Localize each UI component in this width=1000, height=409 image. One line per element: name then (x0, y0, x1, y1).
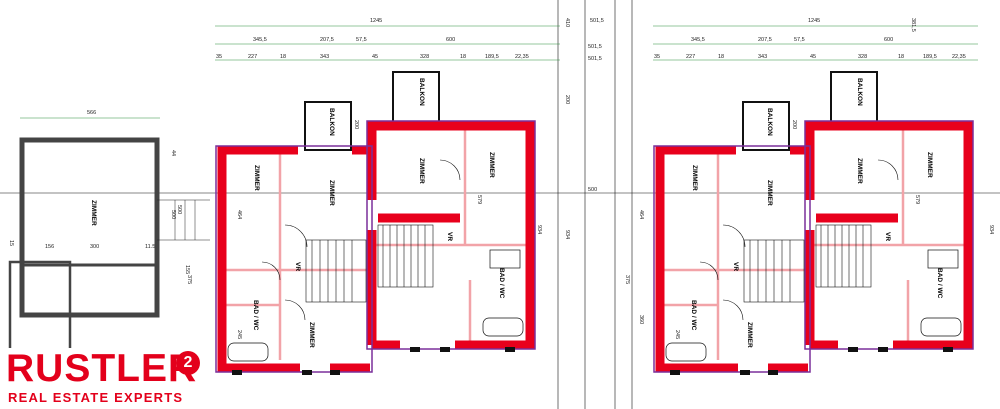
house-b-labels: 1245 345,5 207,5 57,5 600 35 227 18 343 … (624, 18, 994, 348)
left-top-dim: 566 (87, 110, 96, 116)
rustler-logo: RUSTLER 2 REAL ESTATE EXPERTS (0, 347, 205, 409)
svg-text:245: 245 (236, 330, 242, 339)
svg-text:300: 300 (90, 244, 99, 250)
svg-text:18: 18 (718, 54, 724, 60)
svg-text:200: 200 (791, 120, 797, 129)
svg-text:ZIMMER: ZIMMER (746, 322, 753, 348)
svg-text:VR: VR (884, 232, 891, 241)
svg-text:ZIMMER: ZIMMER (488, 152, 495, 178)
svg-text:BALKON: BALKON (766, 108, 773, 136)
svg-text:375: 375 (186, 275, 192, 284)
svg-text:15: 15 (8, 240, 14, 246)
svg-text:156: 156 (45, 244, 54, 250)
svg-text:934: 934 (564, 230, 570, 239)
svg-text:45: 45 (810, 54, 816, 60)
svg-text:343: 343 (320, 54, 329, 60)
svg-text:381,5: 381,5 (910, 18, 916, 32)
house-a-overall-dim: 1245 (370, 18, 382, 24)
svg-text:BAD / WC: BAD / WC (690, 300, 697, 331)
balcony-label-2: BALKON (418, 78, 425, 106)
svg-text:ZIMMER: ZIMMER (308, 322, 315, 348)
svg-text:VR: VR (294, 262, 301, 271)
svg-text:35: 35 (654, 54, 660, 60)
balcony-label-1: BALKON (328, 108, 335, 136)
logo-badge-icon: 2 (176, 351, 200, 375)
svg-text:ZIMMER: ZIMMER (691, 165, 698, 191)
svg-text:35: 35 (216, 54, 222, 60)
svg-text:500: 500 (170, 210, 176, 219)
house-b (653, 25, 978, 375)
svg-text:600: 600 (446, 37, 455, 43)
left-building: 566 ZIMMER 44 500 15 155 156 300 11.5 (8, 110, 210, 354)
svg-text:500: 500 (588, 187, 597, 193)
svg-text:18: 18 (460, 54, 466, 60)
house-a-labels: 1245 345,5 207,5 57,5 600 35 227 18 343 … (176, 18, 604, 348)
svg-text:ZIMMER: ZIMMER (766, 180, 773, 206)
svg-text:57,5: 57,5 (794, 37, 805, 43)
svg-text:464: 464 (236, 210, 242, 219)
svg-text:ZIMMER: ZIMMER (856, 158, 863, 184)
svg-text:579: 579 (476, 195, 482, 204)
svg-text:501,5: 501,5 (588, 44, 602, 50)
svg-text:57,5: 57,5 (356, 37, 367, 43)
house-a (215, 25, 560, 375)
svg-text:207,5: 207,5 (320, 37, 334, 43)
house-b-overall-dim: 1245 (808, 18, 820, 24)
svg-text:45: 45 (372, 54, 378, 60)
mid-dim: 501,5 (590, 18, 604, 24)
svg-text:189,5: 189,5 (485, 54, 499, 60)
svg-text:11.5: 11.5 (145, 244, 155, 250)
svg-text:360: 360 (638, 315, 644, 324)
left-room-label: ZIMMER (90, 200, 97, 226)
svg-text:934: 934 (536, 225, 542, 234)
center-dims: 410 501,5 501,5 200 934 500 (564, 18, 602, 239)
svg-text:328: 328 (420, 54, 429, 60)
logo-wordmark: RUSTLER (6, 347, 198, 390)
svg-text:464: 464 (638, 210, 644, 219)
svg-text:227: 227 (686, 54, 695, 60)
svg-text:22,35: 22,35 (952, 54, 966, 60)
svg-text:ZIMMER: ZIMMER (253, 165, 260, 191)
svg-text:189,5: 189,5 (923, 54, 937, 60)
svg-text:500: 500 (176, 205, 182, 214)
svg-text:VR: VR (446, 232, 453, 241)
svg-text:200: 200 (353, 120, 359, 129)
svg-text:501,5: 501,5 (588, 56, 602, 62)
svg-text:ZIMMER: ZIMMER (926, 152, 933, 178)
svg-text:200: 200 (564, 95, 570, 104)
svg-text:345,5: 345,5 (691, 37, 705, 43)
svg-text:345,5: 345,5 (253, 37, 267, 43)
svg-text:BAD / WC: BAD / WC (498, 268, 505, 299)
svg-text:BAD / WC: BAD / WC (936, 268, 943, 299)
svg-text:VR: VR (732, 262, 739, 271)
svg-text:18: 18 (280, 54, 286, 60)
svg-text:BALKON: BALKON (856, 78, 863, 106)
svg-text:410: 410 (564, 18, 570, 27)
svg-text:44: 44 (170, 150, 176, 156)
svg-text:22,35: 22,35 (515, 54, 529, 60)
svg-text:ZIMMER: ZIMMER (328, 180, 335, 206)
svg-text:227: 227 (248, 54, 257, 60)
svg-text:ZIMMER: ZIMMER (418, 158, 425, 184)
svg-text:155: 155 (184, 265, 190, 274)
svg-text:343: 343 (758, 54, 767, 60)
svg-text:18: 18 (898, 54, 904, 60)
svg-text:328: 328 (858, 54, 867, 60)
svg-text:207,5: 207,5 (758, 37, 772, 43)
logo-tagline: REAL ESTATE EXPERTS (8, 390, 184, 405)
svg-text:BAD / WC: BAD / WC (252, 300, 259, 331)
svg-text:245: 245 (674, 330, 680, 339)
svg-text:375: 375 (624, 275, 630, 284)
svg-text:934: 934 (988, 225, 994, 234)
svg-text:579: 579 (914, 195, 920, 204)
svg-text:600: 600 (884, 37, 893, 43)
